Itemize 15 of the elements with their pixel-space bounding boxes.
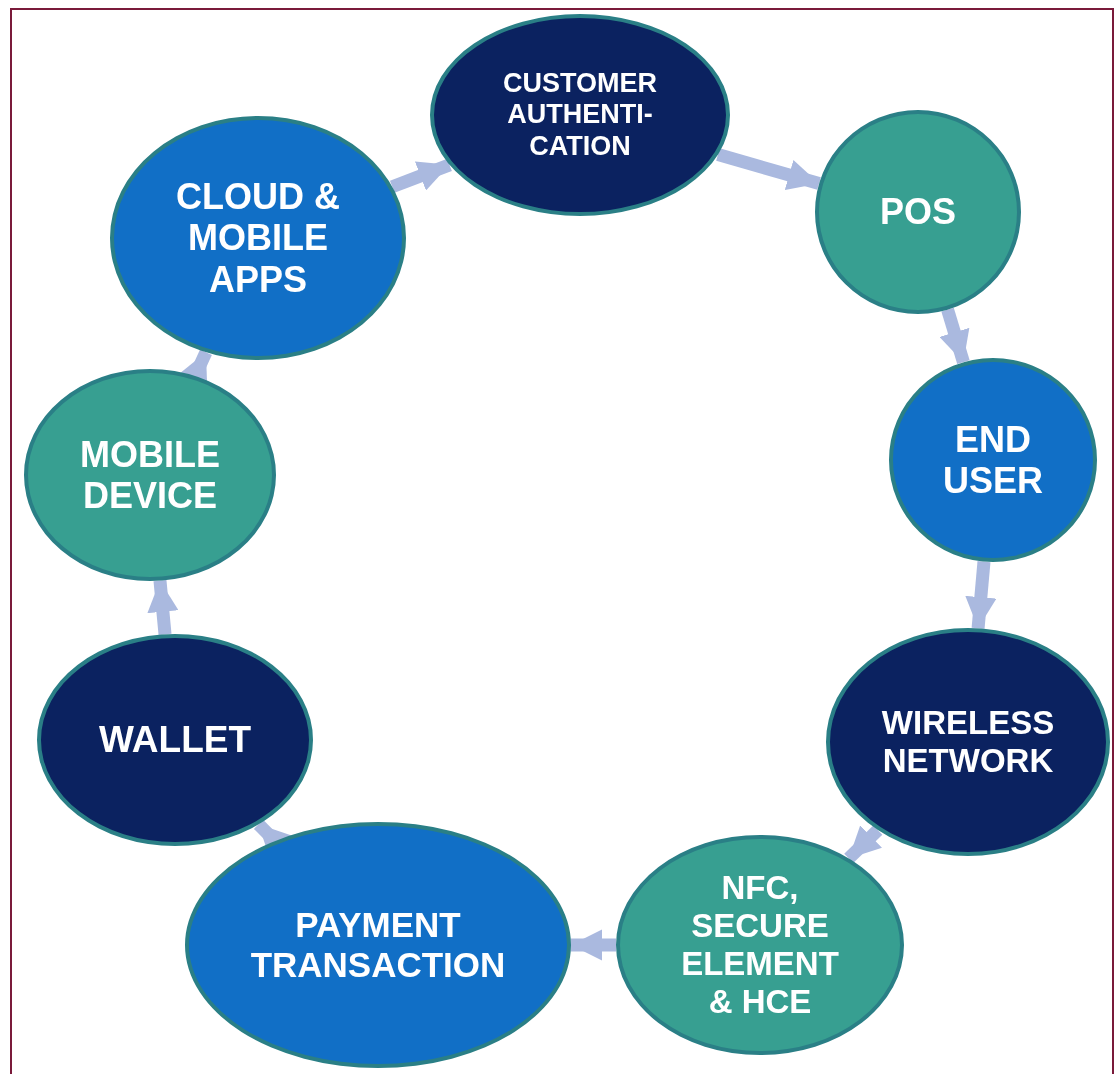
node-label: MOBILE DEVICE bbox=[79, 433, 221, 517]
arrow bbox=[939, 307, 970, 365]
node-label: WALLET bbox=[97, 718, 253, 762]
arrow bbox=[147, 580, 179, 635]
node-label: POS bbox=[879, 191, 957, 233]
arrow bbox=[965, 561, 997, 629]
node-label: CLOUD & MOBILE APPS bbox=[175, 175, 341, 301]
arrow bbox=[389, 158, 452, 193]
arrow bbox=[844, 825, 883, 864]
node-label: NFC, SECURE ELEMENT & HCE bbox=[680, 869, 840, 1021]
node-label: END USER bbox=[942, 418, 1044, 502]
node-label: CUSTOMER AUTHENTI- CATION bbox=[502, 68, 658, 162]
arrow bbox=[571, 929, 616, 961]
node-label: WIRELESS NETWORK bbox=[880, 704, 1056, 780]
node-label: PAYMENT TRANSACTION bbox=[249, 904, 507, 986]
